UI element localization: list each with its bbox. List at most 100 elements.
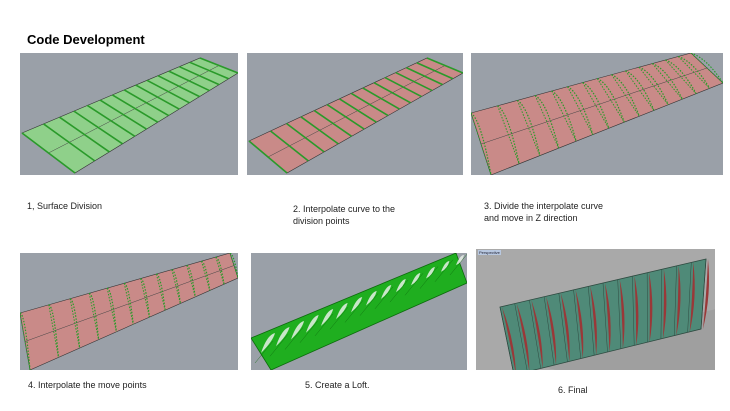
division-curve (350, 92, 389, 117)
panel-seam (660, 269, 663, 339)
division-curve (123, 283, 134, 325)
loft-opening (426, 267, 435, 279)
division-curve (229, 253, 238, 279)
step3-divide-move-z-image (471, 53, 723, 175)
division-curve (20, 312, 31, 370)
panel-fold (649, 272, 653, 343)
moved-curve (48, 304, 60, 358)
moved-curve (638, 66, 669, 105)
division-curve (88, 293, 100, 340)
loft-gridline (374, 286, 394, 309)
step6-caption: 6. Final (558, 385, 588, 395)
division-curve (199, 57, 238, 74)
loft-gridline (299, 320, 319, 343)
division-curve (140, 278, 150, 318)
panel-seam (558, 293, 568, 362)
loft-opening (396, 279, 406, 293)
division-curve (106, 287, 117, 332)
loft-opening (291, 321, 305, 340)
division-curve (426, 57, 463, 74)
panel-fold (575, 289, 584, 359)
moved-curve (186, 264, 196, 297)
division-curve (406, 66, 443, 86)
moved-curve (534, 94, 560, 149)
division-curve (395, 71, 433, 92)
division-curve (611, 74, 640, 117)
step4-interpolate-move-points-image (20, 253, 238, 370)
step3-caption: 3. Divide the interpolate curve and move… (484, 200, 603, 224)
moved-curve (597, 77, 625, 123)
step2-interpolate-curve-image (247, 53, 463, 175)
surface-midline (48, 65, 220, 154)
step6-final-render-image: Perspective (476, 249, 715, 370)
panel-seam (674, 265, 677, 336)
division-curve (497, 105, 520, 165)
division-curve (248, 140, 288, 174)
panel-fold (560, 293, 570, 362)
loft-gridline (344, 300, 364, 323)
panel-seam (687, 262, 692, 333)
loft-gridline (404, 273, 424, 296)
moved-curve (171, 269, 181, 304)
panel-seam (573, 289, 582, 359)
loft-opening (321, 309, 334, 326)
moved-curve (665, 59, 697, 94)
step2-caption-line2: division points (293, 216, 350, 226)
division-curve (638, 66, 669, 106)
moved-curve (625, 70, 655, 111)
panel-seam (632, 276, 635, 346)
moved-curve (215, 256, 225, 285)
moved-curve (678, 55, 711, 89)
panel-fold (676, 265, 681, 336)
division-curve (551, 90, 577, 142)
step3-caption-line1: 3. Divide the interpolate curve (484, 201, 604, 211)
moved-curve (69, 298, 81, 349)
division-curve (677, 56, 711, 89)
loft-gridline (434, 259, 454, 282)
division-curve (59, 116, 110, 153)
loft-opening (306, 315, 319, 333)
surface-midline (267, 65, 446, 158)
moved-curve (140, 277, 151, 318)
division-curve (373, 82, 411, 104)
loft-gridline (389, 279, 409, 303)
division-curve (516, 100, 541, 156)
panel-fold (634, 276, 639, 346)
surface (248, 57, 463, 174)
surface-midline (24, 265, 235, 342)
panel-fold (502, 307, 516, 370)
loft-gridline (269, 334, 289, 357)
loft-gridline (419, 266, 439, 289)
loft-gridline (314, 313, 334, 337)
moved-curve (471, 112, 492, 175)
division-curve (416, 62, 454, 80)
moved-curve (567, 86, 594, 135)
moved-curve (106, 287, 117, 332)
moved-curve (123, 282, 134, 325)
division-curve (135, 84, 180, 110)
division-curve (313, 109, 353, 137)
slide-title: Code Development (27, 32, 145, 47)
loft-gridline (449, 253, 467, 276)
loft-opening (276, 327, 290, 347)
division-curve (157, 74, 200, 98)
division-curve (384, 76, 422, 98)
division-curve (300, 116, 339, 145)
moved-curve (156, 273, 166, 311)
moved-curve (201, 260, 211, 291)
loft-gridline (359, 293, 379, 316)
loft-opening (441, 261, 450, 272)
division-curve (567, 86, 594, 135)
loft-opening (411, 273, 421, 286)
moved-curve (497, 105, 520, 164)
step2-caption: 2. Interpolate curve to the division poi… (293, 203, 395, 227)
loft-opening (456, 255, 464, 265)
step5-loft-image (251, 253, 467, 370)
surface (21, 57, 238, 174)
division-curve (270, 130, 309, 162)
division-curve (73, 110, 123, 145)
division-curve (690, 53, 723, 84)
panel-seam (617, 279, 622, 349)
division-curve (625, 70, 655, 111)
